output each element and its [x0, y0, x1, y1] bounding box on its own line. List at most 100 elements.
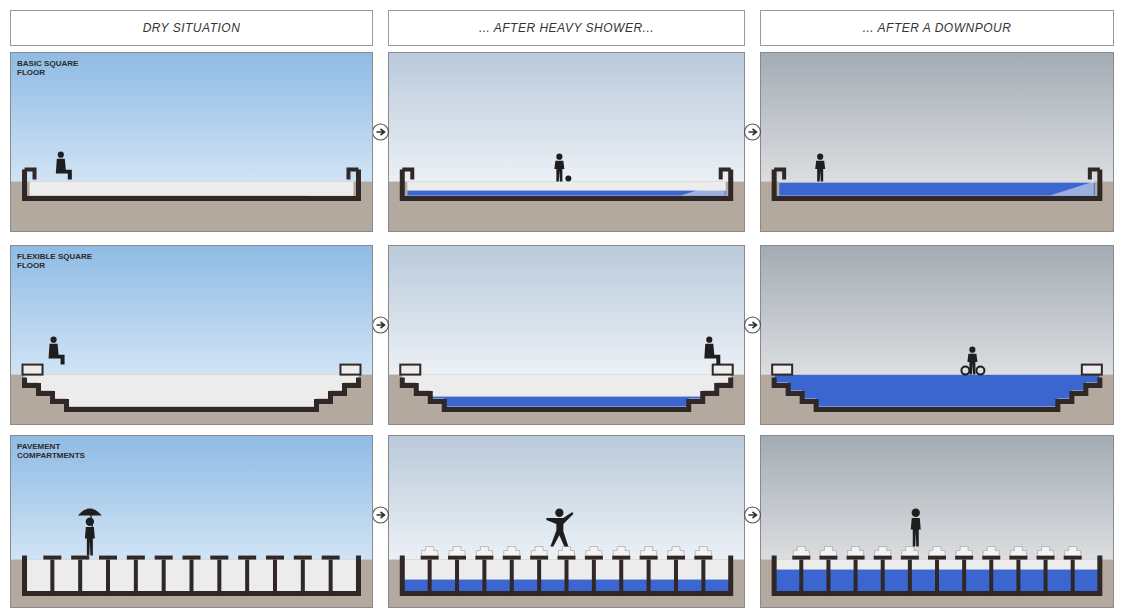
- bench: [340, 365, 360, 375]
- column-cap: [819, 556, 837, 560]
- header-text: ... AFTER A DOWNPOUR: [857, 21, 1018, 35]
- basin-wall: [402, 170, 730, 199]
- column: [881, 560, 885, 594]
- paver: [929, 547, 945, 556]
- row-panel: FLEXIBLE SQUARE FLOOR: [10, 245, 373, 425]
- paver: [902, 547, 918, 556]
- paver: [875, 547, 891, 556]
- bench: [400, 365, 420, 375]
- column-cap: [421, 556, 439, 560]
- column: [1071, 560, 1075, 594]
- row-panel: BASIC SQUARE FLOOR: [10, 52, 373, 232]
- paver: [449, 547, 465, 556]
- row-label: PAVEMENT COMPARTMENTS: [17, 442, 95, 460]
- basin-interior: [30, 182, 354, 196]
- ground: [10, 182, 373, 232]
- column: [799, 560, 803, 594]
- person-silhouette: [56, 152, 72, 180]
- panel-border: [761, 436, 1114, 608]
- column-cap: [640, 556, 658, 560]
- row-panel: PAVEMENT COMPARTMENTS: [10, 435, 373, 608]
- column: [935, 560, 939, 594]
- rim-cap: [348, 170, 358, 180]
- column-cap: [792, 556, 810, 560]
- panel-border: [389, 53, 745, 232]
- column: [826, 560, 830, 594]
- panel-border: [389, 436, 745, 608]
- column-cap: [558, 556, 576, 560]
- column-cap: [928, 556, 946, 560]
- column: [428, 560, 432, 594]
- bench: [23, 365, 43, 375]
- column-cap: [155, 556, 173, 560]
- person-silhouette: [815, 154, 825, 182]
- row-label: FLEXIBLE SQUARE FLOOR: [17, 252, 95, 270]
- column: [510, 560, 514, 594]
- column: [647, 560, 651, 594]
- transition-arrow: [373, 317, 389, 333]
- paver: [1065, 547, 1081, 556]
- person-silhouette: [961, 347, 984, 375]
- paver: [641, 547, 657, 556]
- column-cap: [667, 556, 685, 560]
- person-silhouette: [554, 154, 571, 182]
- column-cap: [183, 556, 201, 560]
- column: [134, 560, 138, 594]
- panel-border: [389, 246, 745, 425]
- basin-interior: [25, 375, 359, 407]
- column-cap: [612, 556, 630, 560]
- basin-interior: [779, 182, 1095, 196]
- tank: [774, 560, 1100, 594]
- column-cap: [210, 556, 228, 560]
- person-silhouette: [49, 337, 65, 365]
- ground: [388, 560, 745, 608]
- panel-section: [10, 435, 373, 608]
- column: [701, 560, 705, 594]
- paver: [531, 547, 547, 556]
- rim-cap: [721, 170, 731, 180]
- column-cap: [71, 556, 89, 560]
- paver: [586, 547, 602, 556]
- transition-arrow: [745, 317, 761, 333]
- basin-wall: [25, 170, 359, 199]
- column: [162, 560, 166, 594]
- column: [619, 560, 623, 594]
- column: [908, 560, 912, 594]
- column-header: ... AFTER A DOWNPOUR: [760, 10, 1114, 46]
- column-cap: [1009, 556, 1027, 560]
- tank-wall: [774, 556, 1100, 594]
- paver: [983, 547, 999, 556]
- basin-wall: [774, 378, 1100, 410]
- column: [50, 560, 54, 594]
- panel-section: [760, 52, 1114, 232]
- column-cap: [530, 556, 548, 560]
- column-cap: [982, 556, 1000, 560]
- panel-section: [10, 245, 373, 425]
- column-cap: [448, 556, 466, 560]
- rim-cap: [774, 170, 784, 180]
- column-cap: [1064, 556, 1082, 560]
- column-cap: [901, 556, 919, 560]
- panel-section: [388, 245, 745, 425]
- column: [1044, 560, 1048, 594]
- tank-wall: [25, 556, 359, 594]
- bench: [713, 365, 733, 375]
- column: [329, 560, 333, 594]
- paver: [848, 547, 864, 556]
- column-cap: [475, 556, 493, 560]
- paver: [504, 547, 520, 556]
- column-cap: [99, 556, 117, 560]
- column: [962, 560, 966, 594]
- column-cap: [294, 556, 312, 560]
- rim-cap: [402, 170, 412, 180]
- transition-arrow: [745, 124, 761, 140]
- column-cap: [1037, 556, 1055, 560]
- panel-border: [761, 53, 1114, 232]
- column: [273, 560, 277, 594]
- rim-cap: [1090, 170, 1100, 180]
- ground: [10, 375, 373, 425]
- column-cap: [238, 556, 256, 560]
- water: [779, 183, 1095, 196]
